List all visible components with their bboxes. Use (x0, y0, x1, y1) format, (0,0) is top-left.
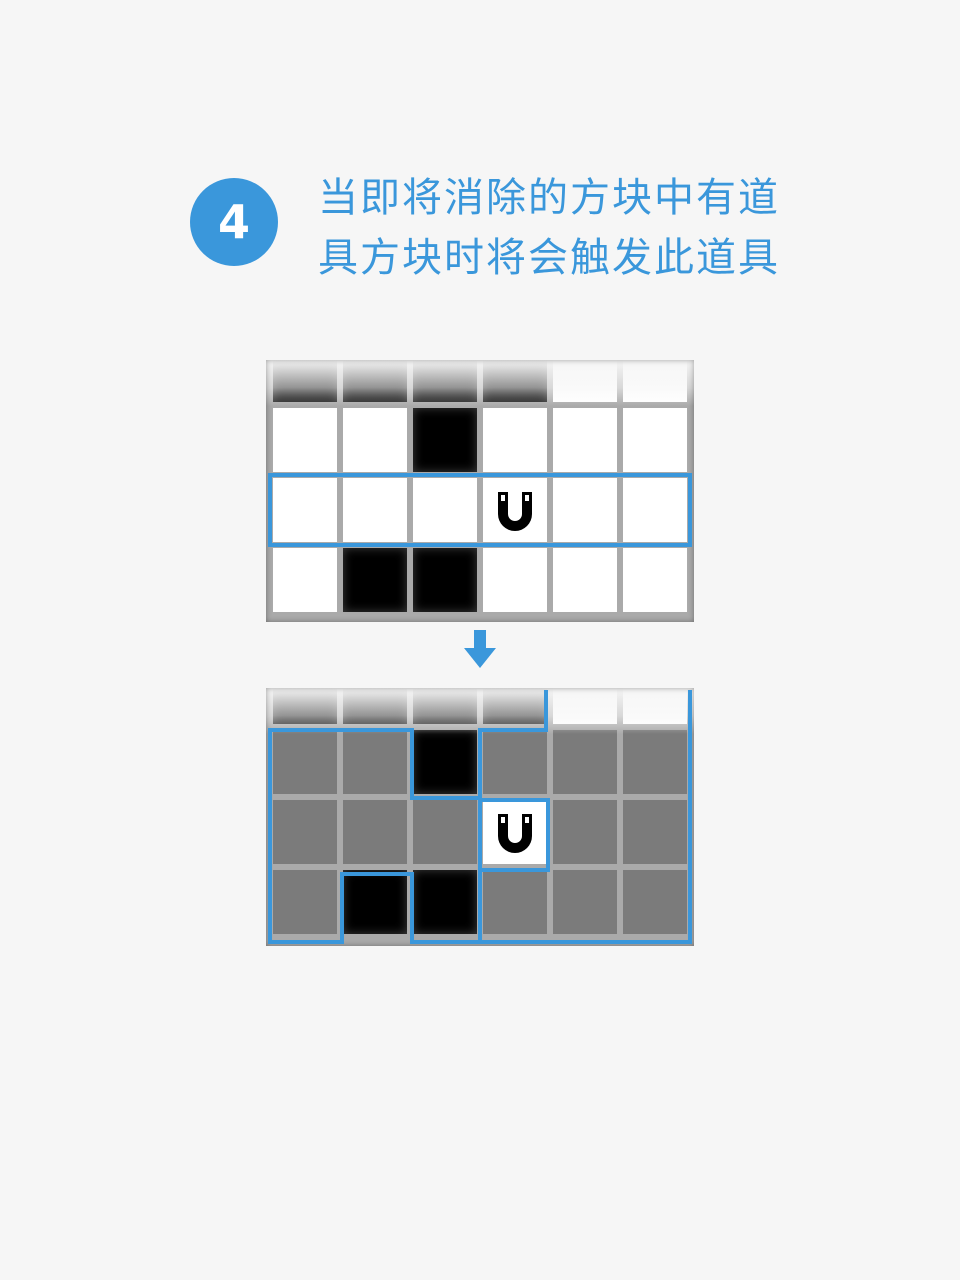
black-block (413, 688, 477, 724)
black-block (343, 688, 407, 724)
caption-line-1: 当即将消除的方块中有道 (318, 175, 780, 221)
gray-block (483, 870, 547, 934)
black-block (273, 360, 337, 402)
gray-block (623, 800, 687, 864)
board-before (266, 360, 694, 622)
black-block (413, 548, 477, 612)
white-block (343, 478, 407, 542)
white-block (273, 408, 337, 472)
gray-block (483, 730, 547, 794)
white-block (343, 408, 407, 472)
black-block (343, 360, 407, 402)
white-block (273, 548, 337, 612)
white-block (273, 478, 337, 542)
white-block (623, 360, 687, 402)
magnet-prop-block (483, 800, 547, 864)
white-block (553, 360, 617, 402)
gray-block (413, 800, 477, 864)
arrow-down-icon (464, 630, 496, 668)
black-block (343, 548, 407, 612)
row-to-clear-highlight (268, 473, 692, 547)
white-block (623, 478, 687, 542)
black-block (483, 688, 547, 724)
black-block (343, 870, 407, 934)
black-block (273, 688, 337, 724)
white-block (483, 408, 547, 472)
white-block (553, 478, 617, 542)
step-number-badge: 4 (190, 178, 278, 266)
gray-block (273, 800, 337, 864)
white-block (553, 408, 617, 472)
white-block (623, 688, 687, 724)
gray-block (553, 730, 617, 794)
magnet-icon (498, 814, 532, 853)
white-block (623, 548, 687, 612)
magnet-icon (498, 492, 532, 531)
caption-line-2: 具方块时将会触发此道具 (318, 235, 780, 281)
gray-block (553, 870, 617, 934)
black-block (413, 730, 477, 794)
white-block (553, 688, 617, 724)
black-block (413, 360, 477, 402)
gray-block (553, 800, 617, 864)
instruction-caption: 当即将消除的方块中有道 具方块时将会触发此道具 (318, 168, 788, 288)
gray-block (623, 730, 687, 794)
step-number: 4 (217, 195, 250, 249)
gray-block (623, 870, 687, 934)
gray-block (343, 800, 407, 864)
white-block (553, 548, 617, 612)
white-block (623, 408, 687, 472)
white-block (483, 548, 547, 612)
gray-block (343, 730, 407, 794)
board-after (266, 688, 694, 946)
black-block (483, 360, 547, 402)
gray-block (273, 730, 337, 794)
black-block (413, 870, 477, 934)
gray-block (273, 870, 337, 934)
white-block (413, 478, 477, 542)
magnet-prop-block (483, 478, 547, 542)
black-block (413, 408, 477, 472)
